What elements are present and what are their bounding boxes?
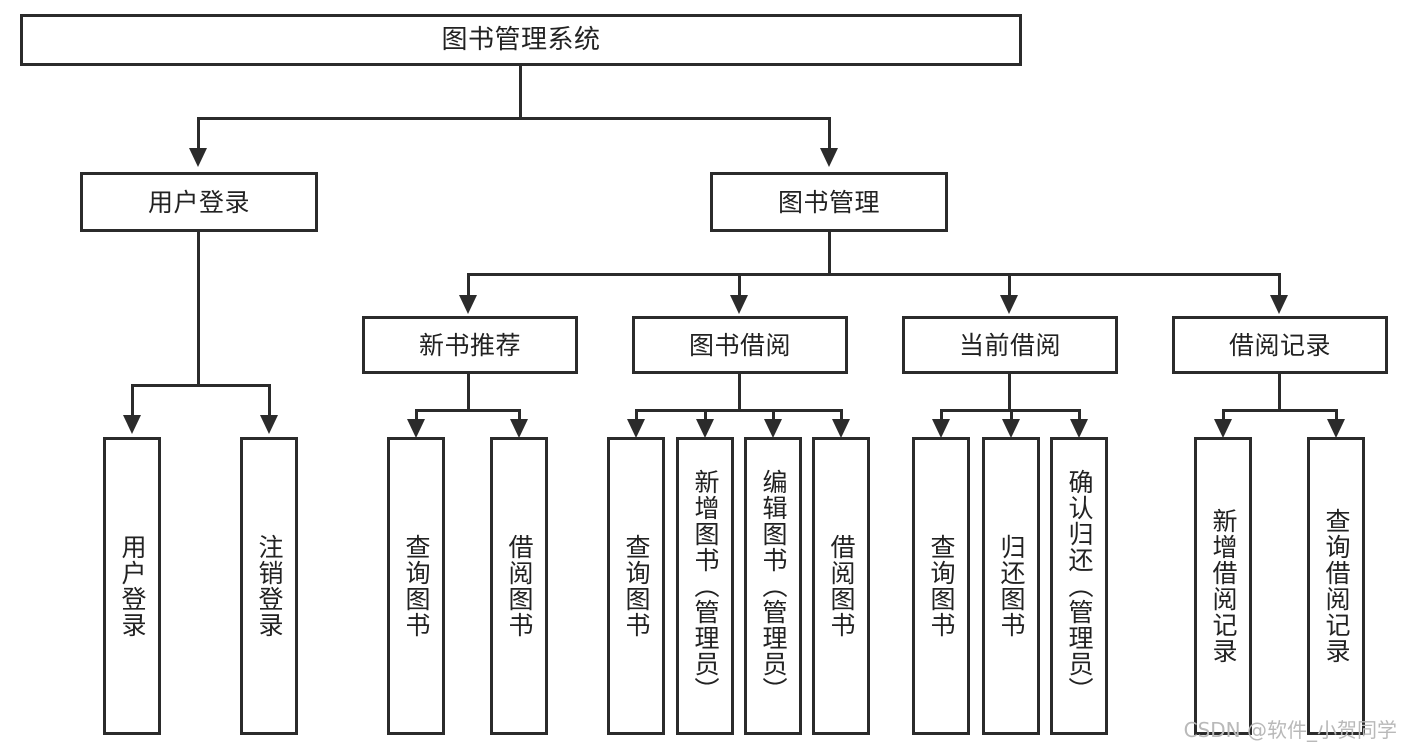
node-leaf-query-book-3[interactable]: 查询图书 <box>912 437 970 735</box>
connector-drop-book-management <box>828 117 831 150</box>
node-current-borrow[interactable]: 当前借阅 <box>902 316 1118 374</box>
connector-drop-leaf-query-book-1 <box>415 409 418 421</box>
node-label: 查询借阅记录 <box>1322 508 1351 664</box>
arrowhead-leaf-user-login <box>123 415 141 434</box>
connector-drop-current-borrow <box>1008 273 1011 297</box>
connector-drop-leaf-edit-book <box>772 409 775 421</box>
connector-level3-bus <box>467 273 1280 276</box>
node-label: 查询图书 <box>402 534 431 638</box>
node-label: 借阅图书 <box>505 534 534 638</box>
node-leaf-query-record[interactable]: 查询借阅记录 <box>1307 437 1365 735</box>
node-leaf-query-book-2[interactable]: 查询图书 <box>607 437 665 735</box>
arrowhead-book-borrow <box>730 295 748 314</box>
node-label: 新书推荐 <box>418 330 521 360</box>
node-label: 借阅记录 <box>1228 330 1331 360</box>
node-label: 查询图书 <box>622 534 651 638</box>
node-label: 编辑图书（管理员） <box>759 469 788 703</box>
connector-current-borrow-trunk <box>1008 374 1011 410</box>
connector-root-trunk <box>519 66 522 118</box>
arrowhead-leaf-edit-book <box>764 419 782 438</box>
node-label: 图书管理系统 <box>441 24 601 55</box>
arrowhead-new-book-recommend <box>459 295 477 314</box>
connector-book-management-trunk <box>828 232 831 274</box>
node-label: 归还图书 <box>997 534 1026 638</box>
node-book-borrow[interactable]: 图书借阅 <box>632 316 848 374</box>
node-new-book-recommend[interactable]: 新书推荐 <box>362 316 578 374</box>
connector-new-book-recommend-trunk <box>467 374 470 410</box>
arrowhead-book-management <box>820 148 838 167</box>
node-label: 确认归还（管理员） <box>1065 469 1094 703</box>
arrowhead-leaf-confirm-return <box>1070 419 1088 438</box>
arrowhead-user-login <box>189 148 207 167</box>
node-label: 新增借阅记录 <box>1209 508 1238 664</box>
node-label: 借阅图书 <box>827 534 856 638</box>
connector-new-book-recommend-bus <box>415 409 521 412</box>
node-label: 新增图书（管理员） <box>691 469 720 703</box>
connector-drop-leaf-query-book-2 <box>635 409 638 421</box>
node-leaf-return-book[interactable]: 归还图书 <box>982 437 1040 735</box>
arrowhead-leaf-borrow-book-2 <box>832 419 850 438</box>
arrowhead-leaf-query-book-3 <box>932 419 950 438</box>
node-book-management[interactable]: 图书管理 <box>710 172 948 232</box>
node-label: 查询图书 <box>927 534 956 638</box>
connector-drop-leaf-add-record <box>1222 409 1225 421</box>
connector-drop-book-borrow <box>738 273 741 297</box>
connector-borrow-record-bus <box>1222 409 1338 412</box>
node-label: 当前借阅 <box>958 330 1061 360</box>
node-label: 用户登录 <box>147 187 250 217</box>
connector-drop-user-login <box>197 117 200 150</box>
connector-user-login-trunk <box>197 232 200 385</box>
arrowhead-leaf-logout <box>260 415 278 434</box>
connector-drop-new-book-recommend <box>467 273 470 297</box>
connector-drop-leaf-query-book-3 <box>940 409 943 421</box>
connector-drop-borrow-record <box>1278 273 1281 297</box>
connector-drop-leaf-logout <box>268 384 271 417</box>
node-leaf-edit-book[interactable]: 编辑图书（管理员） <box>744 437 802 735</box>
connector-drop-leaf-borrow-book-1 <box>518 409 521 421</box>
arrowhead-leaf-add-book <box>696 419 714 438</box>
node-label: 注销登录 <box>255 534 284 638</box>
connector-drop-leaf-confirm-return <box>1078 409 1081 421</box>
node-label: 图书管理 <box>777 187 880 217</box>
connector-book-borrow-bus <box>635 409 843 412</box>
arrowhead-leaf-return-book <box>1002 419 1020 438</box>
arrowhead-current-borrow <box>1000 295 1018 314</box>
arrowhead-leaf-query-book-2 <box>627 419 645 438</box>
connector-drop-leaf-return-book <box>1010 409 1013 421</box>
node-borrow-record[interactable]: 借阅记录 <box>1172 316 1388 374</box>
arrowhead-leaf-borrow-book-1 <box>510 419 528 438</box>
node-leaf-query-book-1[interactable]: 查询图书 <box>387 437 445 735</box>
node-leaf-borrow-book-1[interactable]: 借阅图书 <box>490 437 548 735</box>
arrowhead-leaf-query-book-1 <box>407 419 425 438</box>
connector-book-borrow-trunk <box>738 374 741 410</box>
connector-drop-leaf-user-login <box>131 384 134 417</box>
node-leaf-add-book[interactable]: 新增图书（管理员） <box>676 437 734 735</box>
node-leaf-logout[interactable]: 注销登录 <box>240 437 298 735</box>
node-root-book-management-system[interactable]: 图书管理系统 <box>20 14 1022 66</box>
connector-user-login-bus <box>131 384 268 387</box>
arrowhead-leaf-add-record <box>1214 419 1232 438</box>
connector-drop-leaf-add-book <box>704 409 707 421</box>
arrowhead-leaf-query-record <box>1327 419 1345 438</box>
connector-drop-leaf-query-record <box>1335 409 1338 421</box>
node-label: 用户登录 <box>118 534 147 638</box>
node-leaf-add-record[interactable]: 新增借阅记录 <box>1194 437 1252 735</box>
node-leaf-borrow-book-2[interactable]: 借阅图书 <box>812 437 870 735</box>
node-leaf-user-login[interactable]: 用户登录 <box>103 437 161 735</box>
node-label: 图书借阅 <box>688 330 791 360</box>
connector-borrow-record-trunk <box>1278 374 1281 410</box>
node-leaf-confirm-return[interactable]: 确认归还（管理员） <box>1050 437 1108 735</box>
connector-drop-leaf-borrow-book-2 <box>840 409 843 421</box>
connector-level2-bus <box>197 117 831 120</box>
node-user-login[interactable]: 用户登录 <box>80 172 318 232</box>
arrowhead-borrow-record <box>1270 295 1288 314</box>
